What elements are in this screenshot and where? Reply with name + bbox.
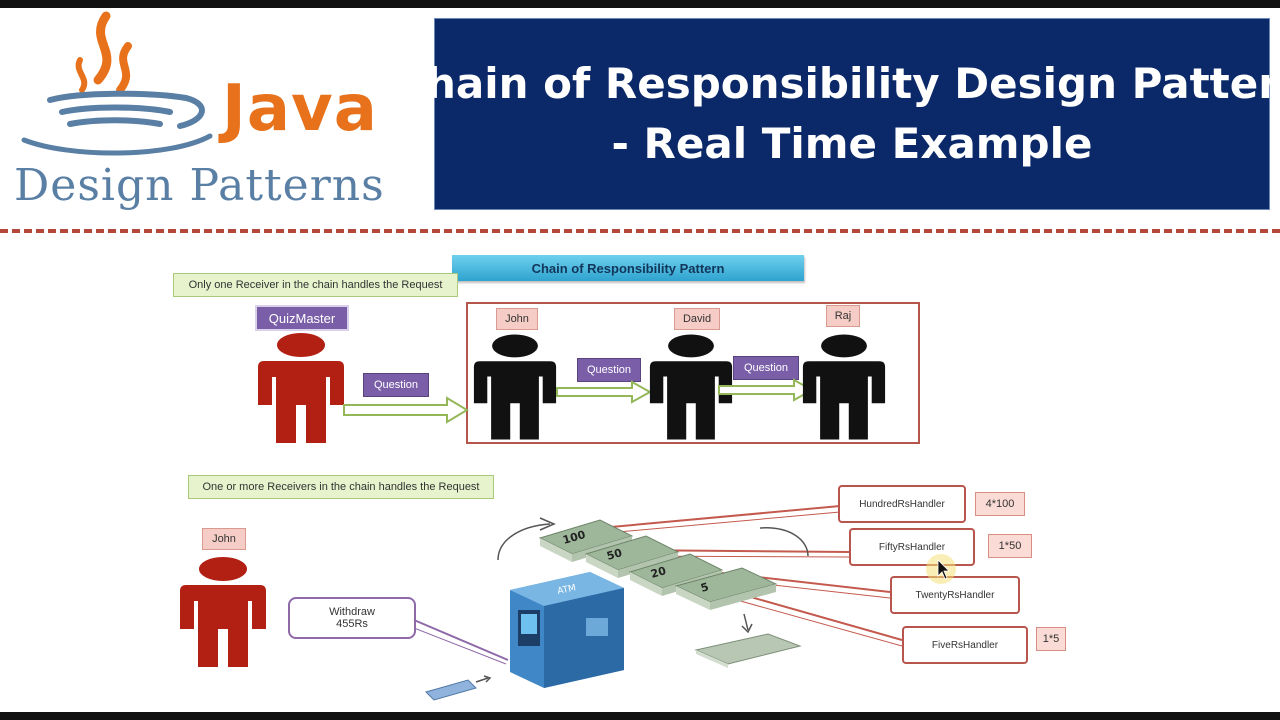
title-line-2: - Real Time Example	[611, 119, 1093, 168]
note-multiple-receivers: One or more Receivers in the chain handl…	[188, 475, 494, 499]
question-label-2: Question	[577, 358, 641, 382]
john-label: John	[496, 308, 538, 330]
title-banner: Chain of Responsibility Design Pattern -…	[395, 18, 1280, 210]
note-5-text: 5	[699, 580, 710, 595]
david-label: David	[674, 308, 720, 330]
question-label-1: Question	[363, 373, 429, 397]
raj-label: Raj	[826, 305, 860, 327]
receivers-chain-box	[466, 302, 920, 444]
john-atm-label: John	[202, 528, 246, 550]
withdraw-amount: 455Rs	[336, 618, 368, 630]
twenty-rs-handler: TwentyRsHandler	[890, 576, 1020, 614]
note-50-text: 50	[605, 546, 624, 563]
note-single-receiver: Only one Receiver in the chain handles t…	[173, 273, 458, 297]
john-person-icon	[473, 334, 557, 440]
java-cup-icon	[21, 11, 213, 156]
atm-label: ATM	[557, 583, 577, 597]
question-label-3: Question	[733, 356, 799, 380]
hundred-rs-handler: HundredRsHandler	[838, 485, 966, 523]
david-person-icon	[649, 334, 733, 440]
bottom-border	[0, 712, 1280, 720]
note-100-text: 100	[561, 528, 587, 547]
withdraw-text: Withdraw	[329, 606, 375, 618]
hundred-rs-result: 4*100	[975, 492, 1025, 516]
question-arrow-2	[556, 380, 652, 404]
top-border	[0, 0, 1280, 8]
five-rs-handler: FiveRsHandler	[902, 626, 1028, 664]
title-line-1: Chain of Responsibility Design Pattern	[395, 59, 1280, 108]
john-atm-person-icon	[180, 557, 266, 667]
fifty-rs-result: 1*50	[988, 534, 1032, 558]
diagram-banner: Chain of Responsibility Pattern	[452, 255, 804, 281]
dashed-divider	[0, 229, 1280, 233]
logo-java-text: Java	[222, 72, 378, 146]
dispensed-cash-icon	[694, 613, 802, 668]
fifty-rs-handler: FiftyRsHandler	[849, 528, 975, 566]
quizmaster-label: QuizMaster	[255, 305, 349, 331]
note-20-text: 20	[649, 564, 668, 581]
bank-card-icon	[425, 675, 492, 701]
logo-design-patterns-text: Design Patterns	[14, 160, 385, 211]
raj-person-icon	[802, 334, 886, 440]
question-arrow-1	[343, 396, 469, 424]
atm-machine-icon: ATM	[510, 572, 624, 688]
five-rs-result: 1*5	[1036, 627, 1066, 651]
withdraw-request-box: Withdraw 455Rs	[288, 597, 416, 639]
money-bundle-5: 5	[674, 567, 778, 610]
mouse-cursor-icon	[926, 554, 956, 584]
quizmaster-person-icon	[258, 333, 344, 443]
